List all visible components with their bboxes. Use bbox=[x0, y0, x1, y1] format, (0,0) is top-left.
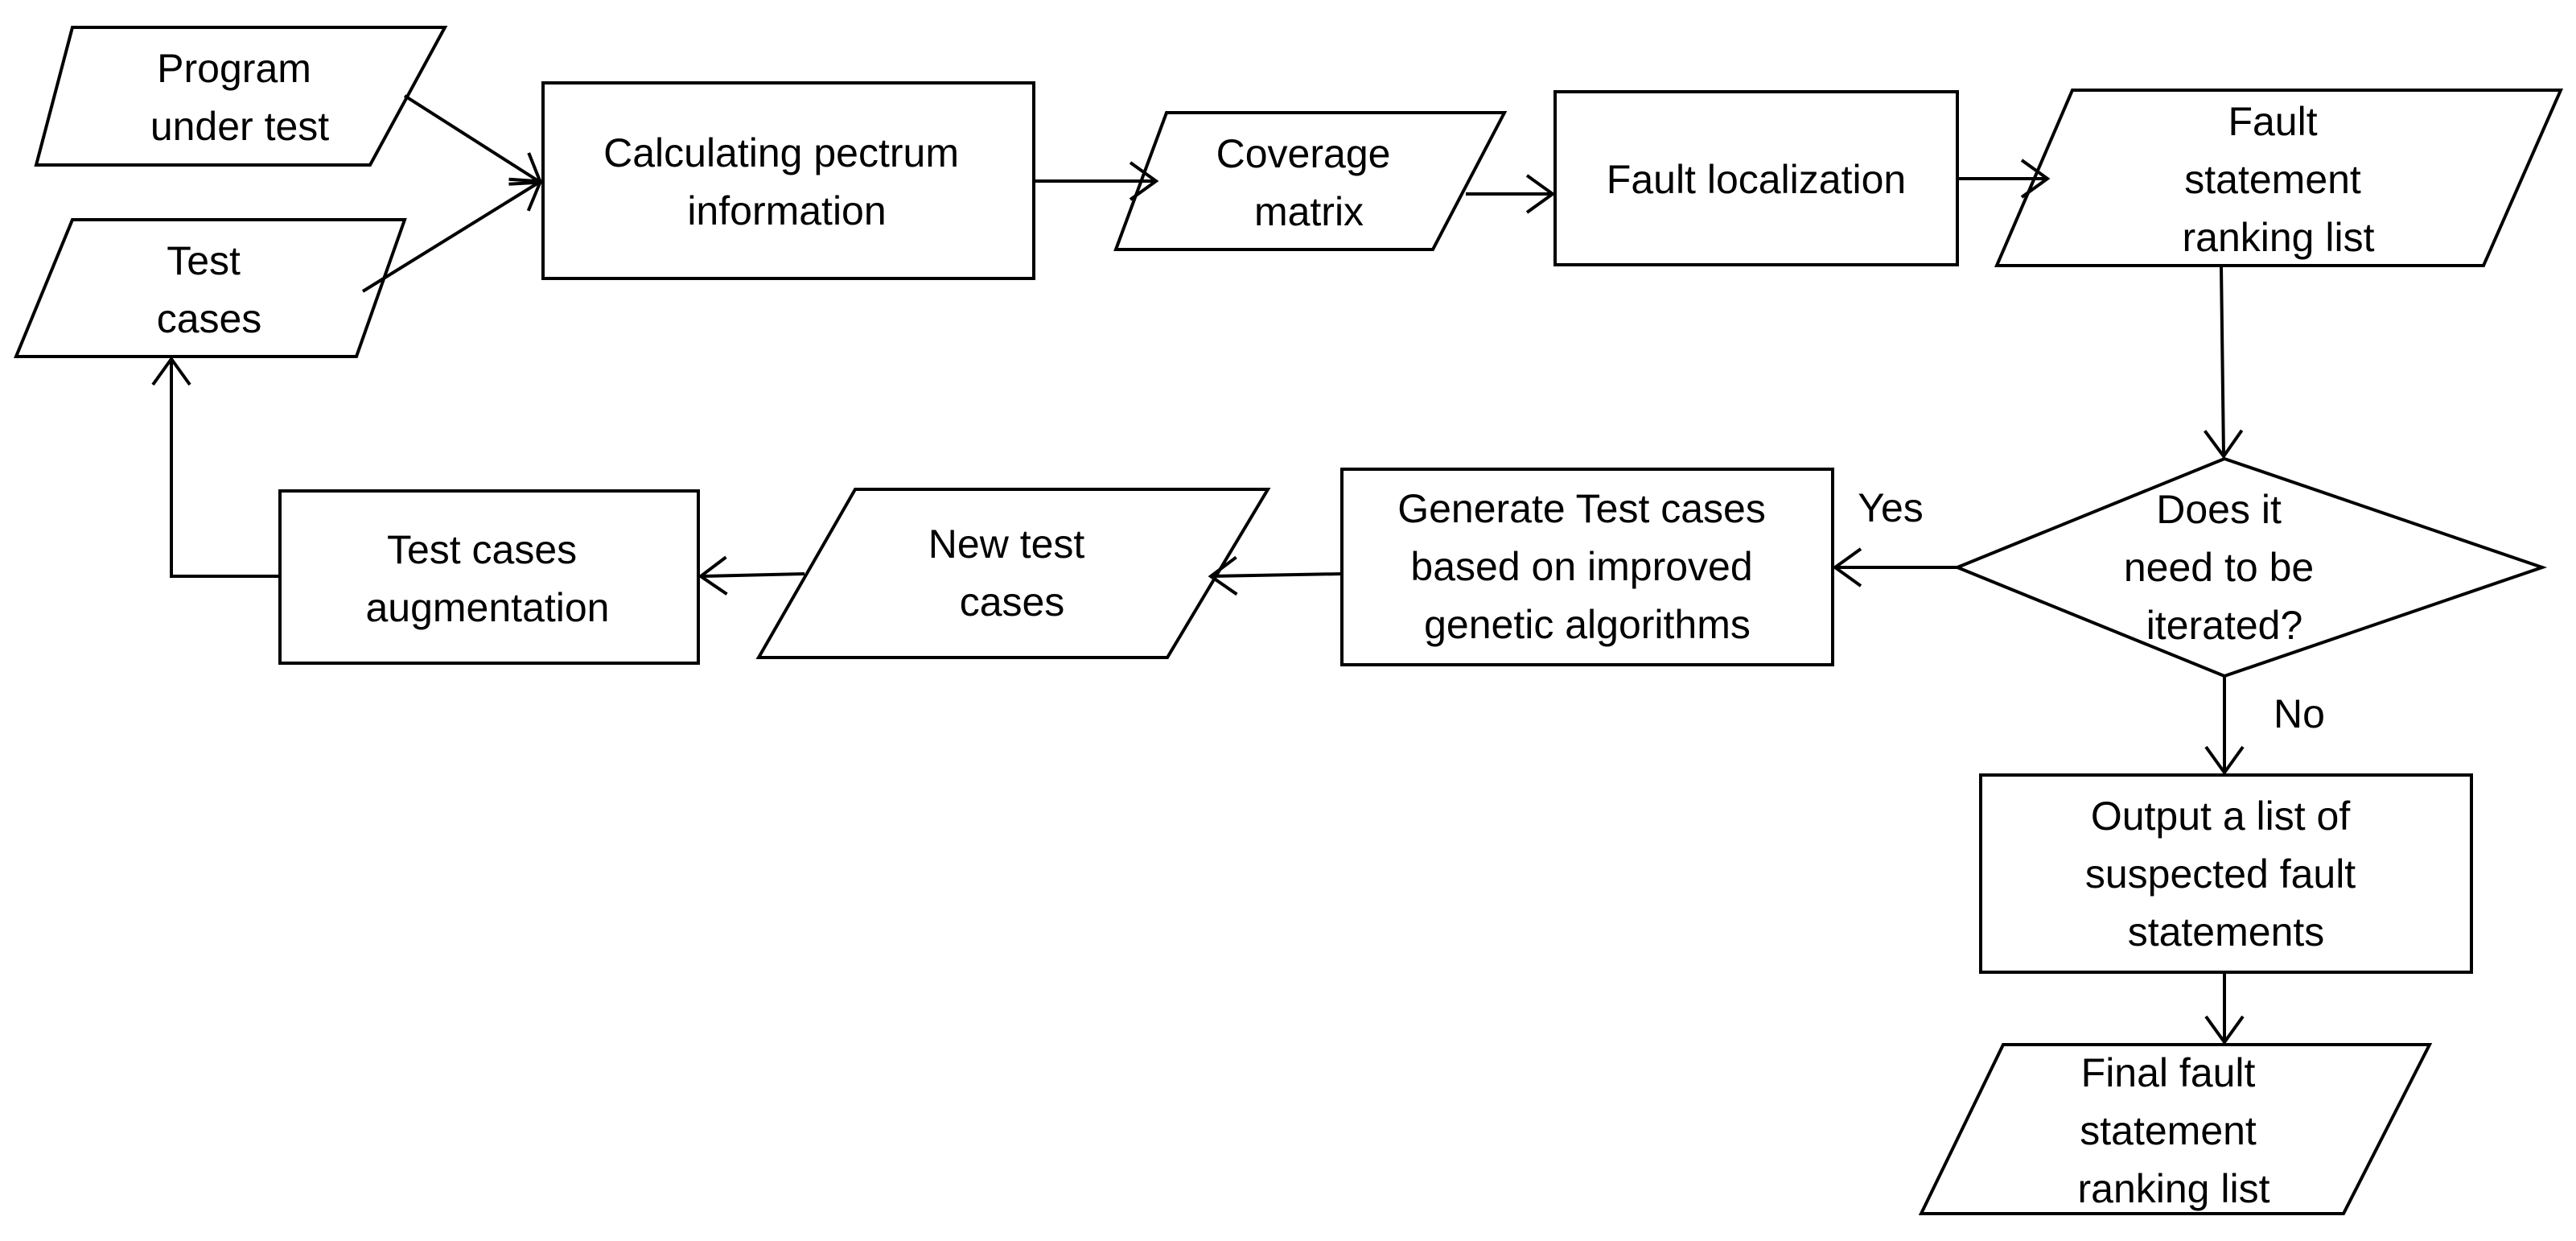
edge-label-no: No bbox=[2274, 691, 2325, 736]
arrow-new-cases-to-augmentation bbox=[697, 555, 805, 596]
output-suspected-node bbox=[1979, 773, 2473, 974]
test-cases-node bbox=[14, 218, 407, 358]
new-test-cases-label: New test cases bbox=[928, 522, 1096, 625]
arrow-ranking-to-decision bbox=[2203, 265, 2244, 460]
fault-localization-label: Fault localization bbox=[1607, 157, 1906, 202]
fault-ranking-list-node bbox=[1994, 89, 2564, 267]
test-cases-augmentation-label: Test cases augmentation bbox=[365, 527, 609, 630]
test-cases-augmentation-node bbox=[278, 489, 700, 665]
iterate-decision-label: Does it need to be iterated? bbox=[2124, 487, 2325, 648]
fault-ranking-list-label: Fault statement ranking list bbox=[2183, 99, 2375, 260]
generate-test-cases-label: Generate Test cases based on improved ge… bbox=[1397, 486, 1777, 647]
arrow-testcases-to-calculating bbox=[361, 177, 543, 293]
output-suspected-label: Output a list of suspected fault stateme… bbox=[2085, 794, 2367, 954]
edge-label-yes: Yes bbox=[1858, 485, 1924, 530]
coverage-matrix-node bbox=[1113, 111, 1508, 251]
arrow-augmentation-to-test-cases bbox=[151, 356, 280, 578]
calculating-spectrum-label: Calculating pectrum information bbox=[603, 130, 970, 233]
program-under-test-node bbox=[34, 26, 448, 167]
generate-test-cases-node bbox=[1340, 468, 1834, 666]
program-under-test-label: Program under test bbox=[150, 46, 329, 149]
new-test-cases-node bbox=[755, 488, 1271, 659]
coverage-matrix-label: Coverage matrix bbox=[1216, 131, 1402, 234]
arrow-generate-to-new-cases bbox=[1208, 555, 1343, 596]
calculating-spectrum-node bbox=[541, 81, 1035, 280]
arrow-program-to-calculating bbox=[403, 94, 543, 186]
test-cases-label: Test cases bbox=[157, 238, 262, 341]
final-ranking-list-node bbox=[1918, 1043, 2433, 1215]
final-ranking-list-label: Final fault statement ranking list bbox=[2078, 1050, 2270, 1211]
